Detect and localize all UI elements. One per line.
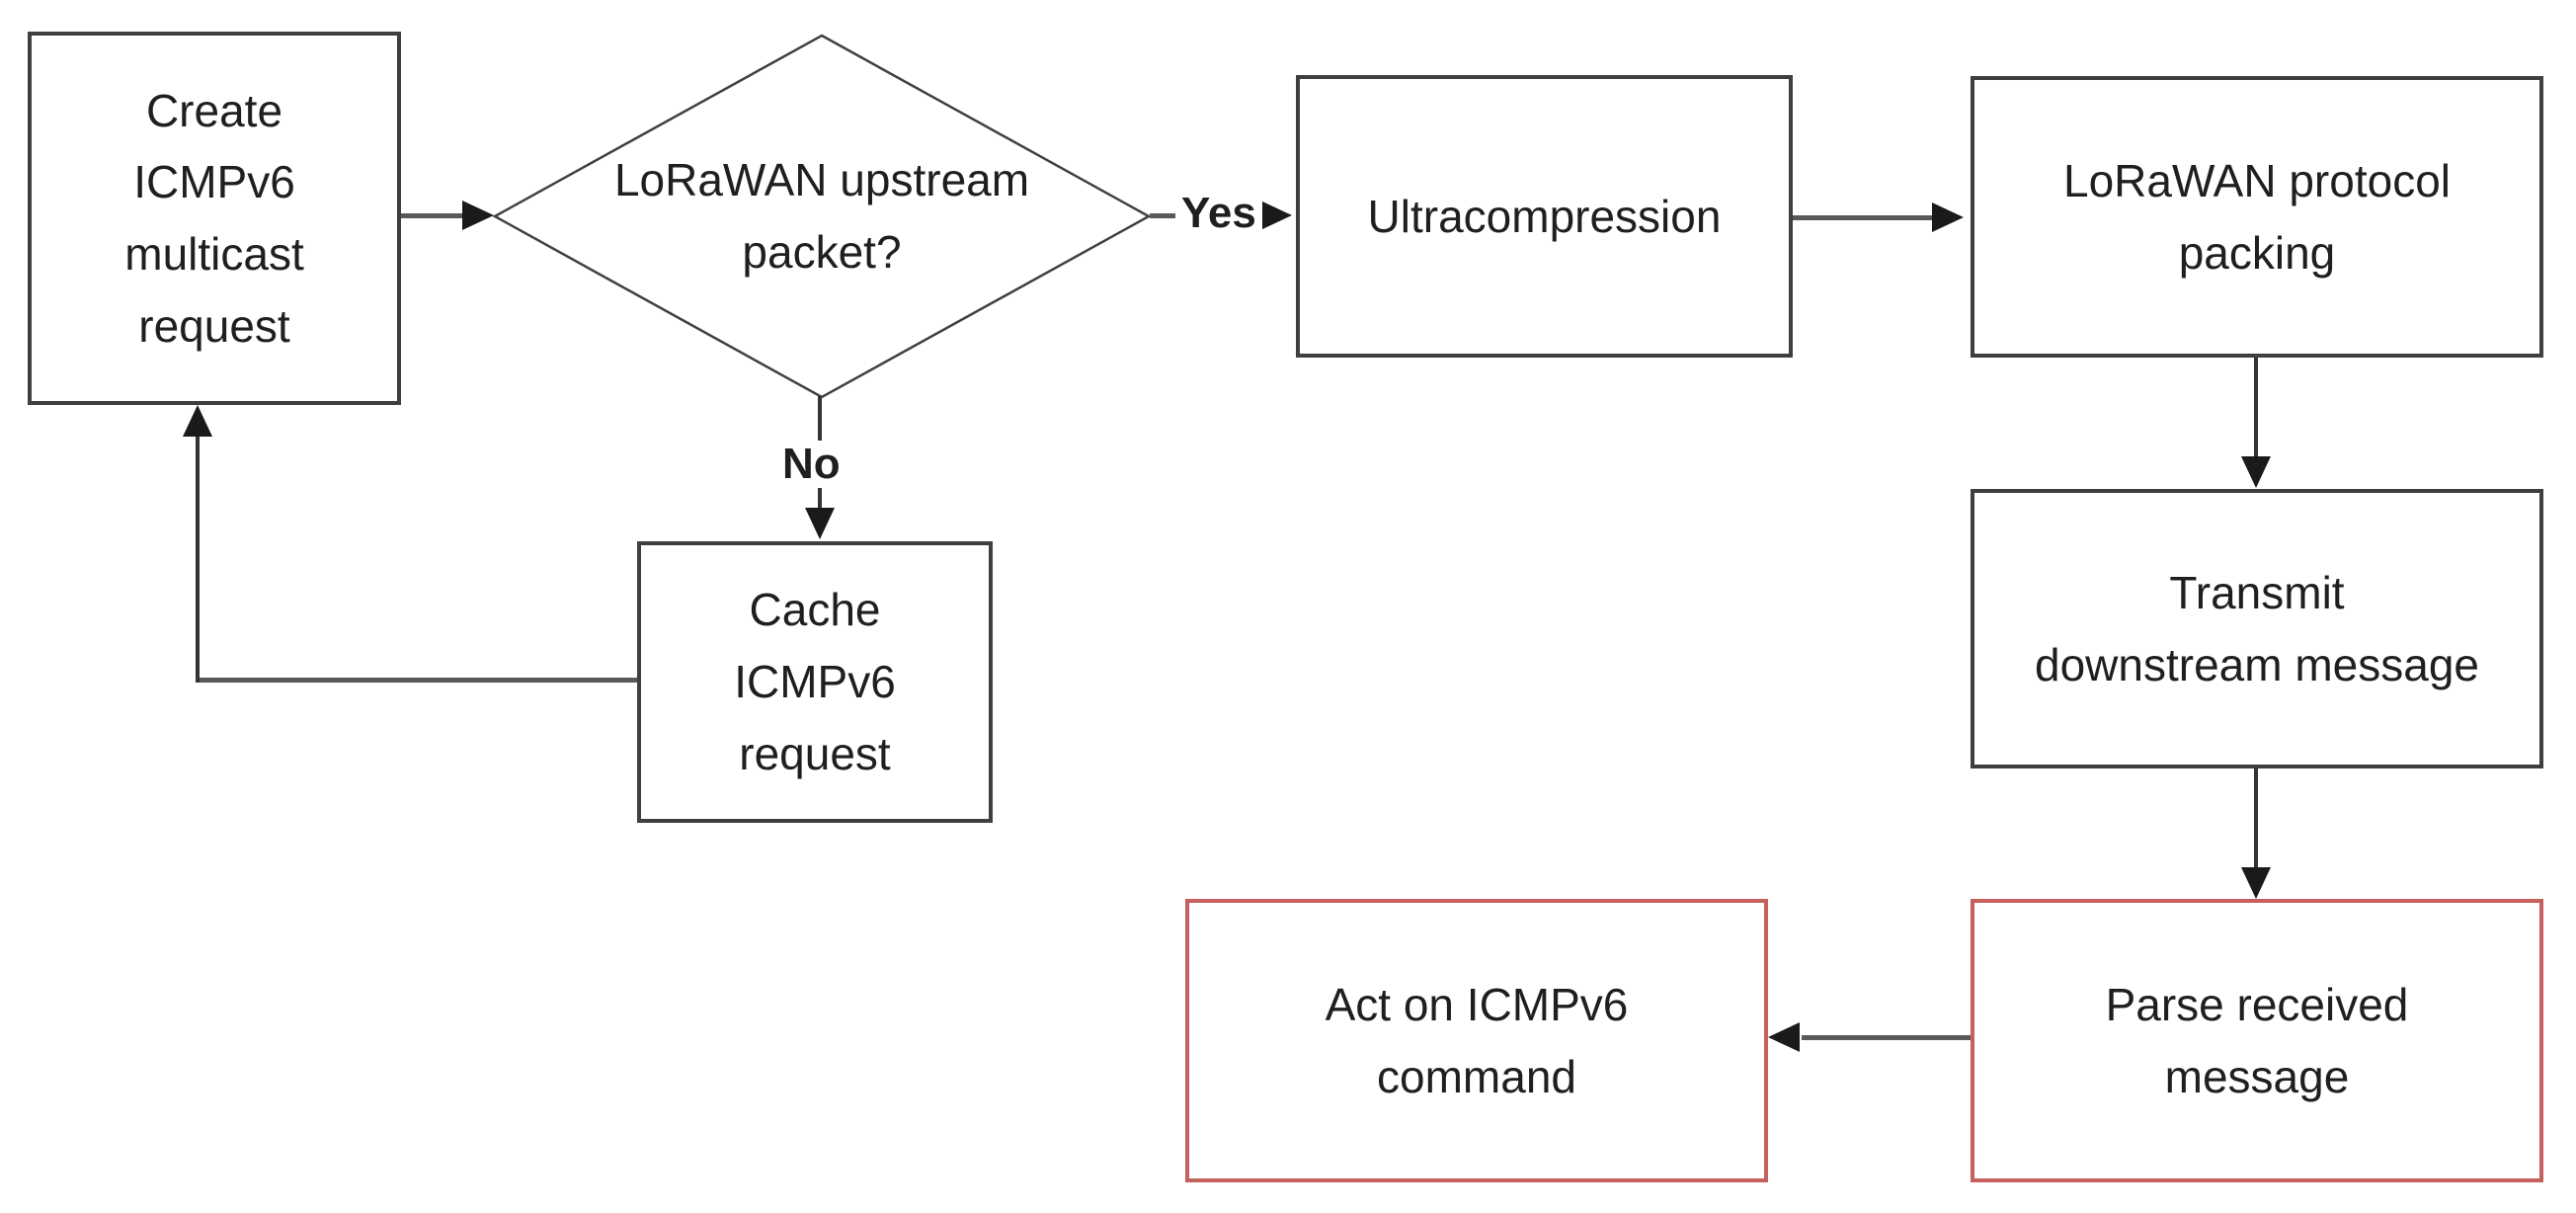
arrowhead-into-decision — [462, 201, 494, 230]
node-ultracompression: Ultracompression — [1296, 75, 1793, 358]
diamond-shape — [492, 34, 1152, 399]
node-act-on-icmpv6-command: Act on ICMPv6 command — [1185, 899, 1768, 1182]
arrowhead-into-parse — [2241, 867, 2271, 899]
arrowhead-into-create — [183, 405, 212, 437]
node-lorawan-protocol-packing: LoRaWAN protocol packing — [1971, 76, 2543, 358]
node-cache-icmpv6-request: Cache ICMPv6 request — [637, 541, 993, 823]
edge-packing-to-transmit — [2254, 358, 2258, 458]
arrowhead-into-packing — [1932, 202, 1964, 232]
edge-ultracompression-to-packing — [1793, 215, 1936, 220]
edge-label-no: No — [776, 440, 846, 489]
node-create-icmpv6-multicast-request: Create ICMPv6 multicast request — [28, 32, 401, 405]
edge-parse-to-act — [1802, 1035, 1971, 1040]
edge-transmit-to-parse — [2254, 768, 2258, 869]
arrowhead-into-transmit — [2241, 456, 2271, 488]
edge-cache-to-create-horizontal — [196, 678, 637, 683]
node-lorawan-upstream-packet-decision: LoRaWAN upstream packet? — [492, 33, 1152, 400]
decision-label: LoRaWAN upstream packet? — [613, 154, 1030, 278]
node-transmit-downstream-message: Transmit downstream message — [1971, 489, 2543, 768]
arrowhead-into-act — [1768, 1022, 1800, 1052]
node-parse-received-message: Parse received message — [1971, 899, 2543, 1182]
edge-create-to-decision — [401, 213, 464, 218]
edge-cache-to-create-vertical — [196, 433, 200, 683]
edge-label-yes: Yes — [1175, 189, 1262, 238]
arrowhead-into-ultracompression — [1260, 201, 1292, 230]
arrowhead-into-cache — [805, 508, 835, 539]
